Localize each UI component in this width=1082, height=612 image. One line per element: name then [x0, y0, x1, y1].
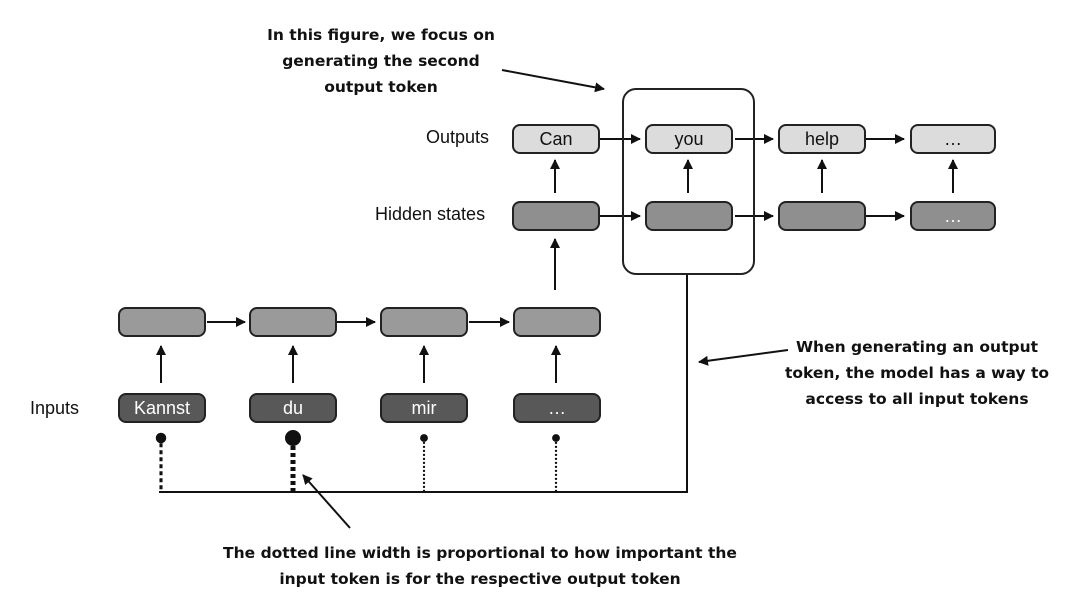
input-token-2: du: [249, 393, 337, 423]
annotation-dotted-line-1: The dotted line width is proportional to…: [223, 544, 737, 562]
encoder-state-4: [513, 307, 601, 337]
encoder-state-2: [249, 307, 337, 337]
annotation-access: When generating an output token, the mod…: [772, 334, 1062, 412]
annotation-dotted: The dotted line width is proportional to…: [190, 540, 770, 592]
annotation-dotted-line-2: input token is for the respective output…: [279, 570, 681, 588]
attention-dot-4: [552, 434, 560, 442]
outputs-row-label: Outputs: [426, 127, 490, 147]
annotation-focus-line-3: output token: [324, 78, 438, 96]
focus-frame: [622, 88, 755, 275]
input-token-3: mir: [380, 393, 468, 423]
pointer-arrow-dotted: [302, 474, 351, 529]
output-token-4: …: [910, 124, 996, 154]
hidden-state-3: [778, 201, 866, 231]
annotation-access-line-2: token, the model has a way to: [784, 364, 1050, 382]
input-token-1: Kannst: [118, 393, 206, 423]
annotation-access-line-1: When generating an output: [795, 338, 1039, 356]
annotation-focus-line-1: In this figure, we focus on: [267, 26, 495, 44]
hidden-state-1: [512, 201, 600, 231]
annotation-focus: In this figure, we focus on generating t…: [248, 22, 514, 100]
pointer-arrow-access: [698, 349, 789, 366]
attention-dot-1: [155, 432, 167, 444]
attention-dot-3: [420, 434, 428, 442]
annotation-access-line-3: access to all input tokens: [805, 390, 1029, 408]
encoder-state-1: [118, 307, 206, 337]
output-token-2: you: [645, 124, 733, 154]
hidden-states-row-label: Hidden states: [375, 204, 486, 224]
hidden-state-4: …: [910, 201, 996, 231]
hidden-state-2: [645, 201, 733, 231]
inputs-row-label: Inputs: [30, 398, 80, 418]
encoder-state-3: [380, 307, 468, 337]
attention-dot-2: [285, 430, 301, 446]
input-token-4: …: [513, 393, 601, 423]
pointer-arrow-focus: [501, 69, 605, 93]
attention-indicators: [155, 430, 560, 492]
output-token-3: help: [778, 124, 866, 154]
output-token-1: Can: [512, 124, 600, 154]
annotation-focus-line-2: generating the second: [282, 52, 480, 70]
